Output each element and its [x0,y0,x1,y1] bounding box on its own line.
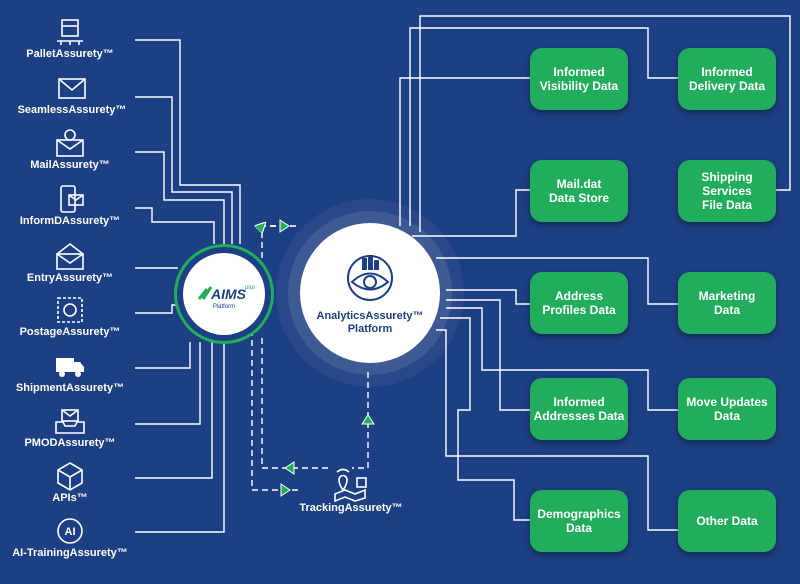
product-entryassurety: EntryAssurety™ [0,240,140,285]
tracking-location-icon [334,468,367,502]
data-box-marketing: Marketing Data [678,272,776,334]
product-label: AI-TrainingAssurety™ [12,547,128,559]
svg-text:AIMS: AIMS [210,286,247,302]
data-box-informed-addresses: Informed Addresses Data [530,378,628,440]
data-box-address-profiles: Address Profiles Data [530,272,628,334]
svg-text:plus: plus [245,285,255,291]
cube-icon [57,462,83,491]
svg-text:AI: AI [65,526,76,538]
product-apis: APIs™ [0,460,140,505]
envelope-entry-icon [56,242,84,270]
product-label: APIs™ [52,492,88,504]
product-label: PalletAssurety™ [26,48,114,60]
data-box-other: Other Data [678,490,776,552]
product-label: InformDAssurety™ [19,215,121,227]
aims-logo: AIMS plus [197,285,255,302]
product-label: SeamlessAssurety™ [17,104,127,116]
product-informdassurety: InformDAssurety™ [0,183,140,228]
product-label: PostageAssurety™ [19,326,121,338]
tracking-label: TrackingAssurety™ [299,502,403,514]
data-box-move-updates: Move Updates Data [678,378,776,440]
aims-platform-hub: AIMS plus Platform [183,253,265,335]
data-box-shipping-services: Shipping Services File Data [678,160,776,222]
tracking-node: TrackingAssurety™ [286,466,416,514]
data-box-demographics: Demographics Data [530,490,628,552]
mail-gear-icon [56,129,84,157]
product-palletassurety: PalletAssurety™ [0,16,140,61]
phone-mail-icon [60,185,84,213]
direction-arrow-icon [279,219,375,497]
product-ai-trainingassurety: AI AI-TrainingAssurety™ [0,515,140,560]
postage-stamp-icon [57,297,83,323]
aims-subtitle: Platform [212,304,236,310]
truck-icon [56,358,84,377]
product-shipmentassurety: ShipmentAssurety™ [0,350,140,395]
analytics-platform-hub: AnalyticsAssurety™ Platform [300,223,440,363]
ai-chip-icon: AI [57,518,83,544]
data-box-informed-visibility: Informed Visibility Data [530,48,628,110]
analytics-label: AnalyticsAssurety™ Platform [316,310,424,335]
product-pmodassurety: PMODAssurety™ [0,405,140,450]
mail-tray-icon [55,409,85,434]
product-mailassurety: MailAssurety™ [0,127,140,172]
product-label: MailAssurety™ [30,159,110,171]
analytics-eye-icon [347,255,393,301]
product-postageassurety: PostageAssurety™ [0,294,140,339]
product-label: EntryAssurety™ [26,272,114,284]
pallet-box-icon [57,19,83,45]
product-label: ShipmentAssurety™ [15,382,125,394]
product-seamlessassurety: SeamlessAssurety™ [2,72,142,117]
data-box-informed-delivery: Informed Delivery Data [678,48,776,110]
envelope-icon [58,78,86,99]
data-box-mail-dat: Mail.dat Data Store [530,160,628,222]
product-label: PMODAssurety™ [24,437,116,449]
